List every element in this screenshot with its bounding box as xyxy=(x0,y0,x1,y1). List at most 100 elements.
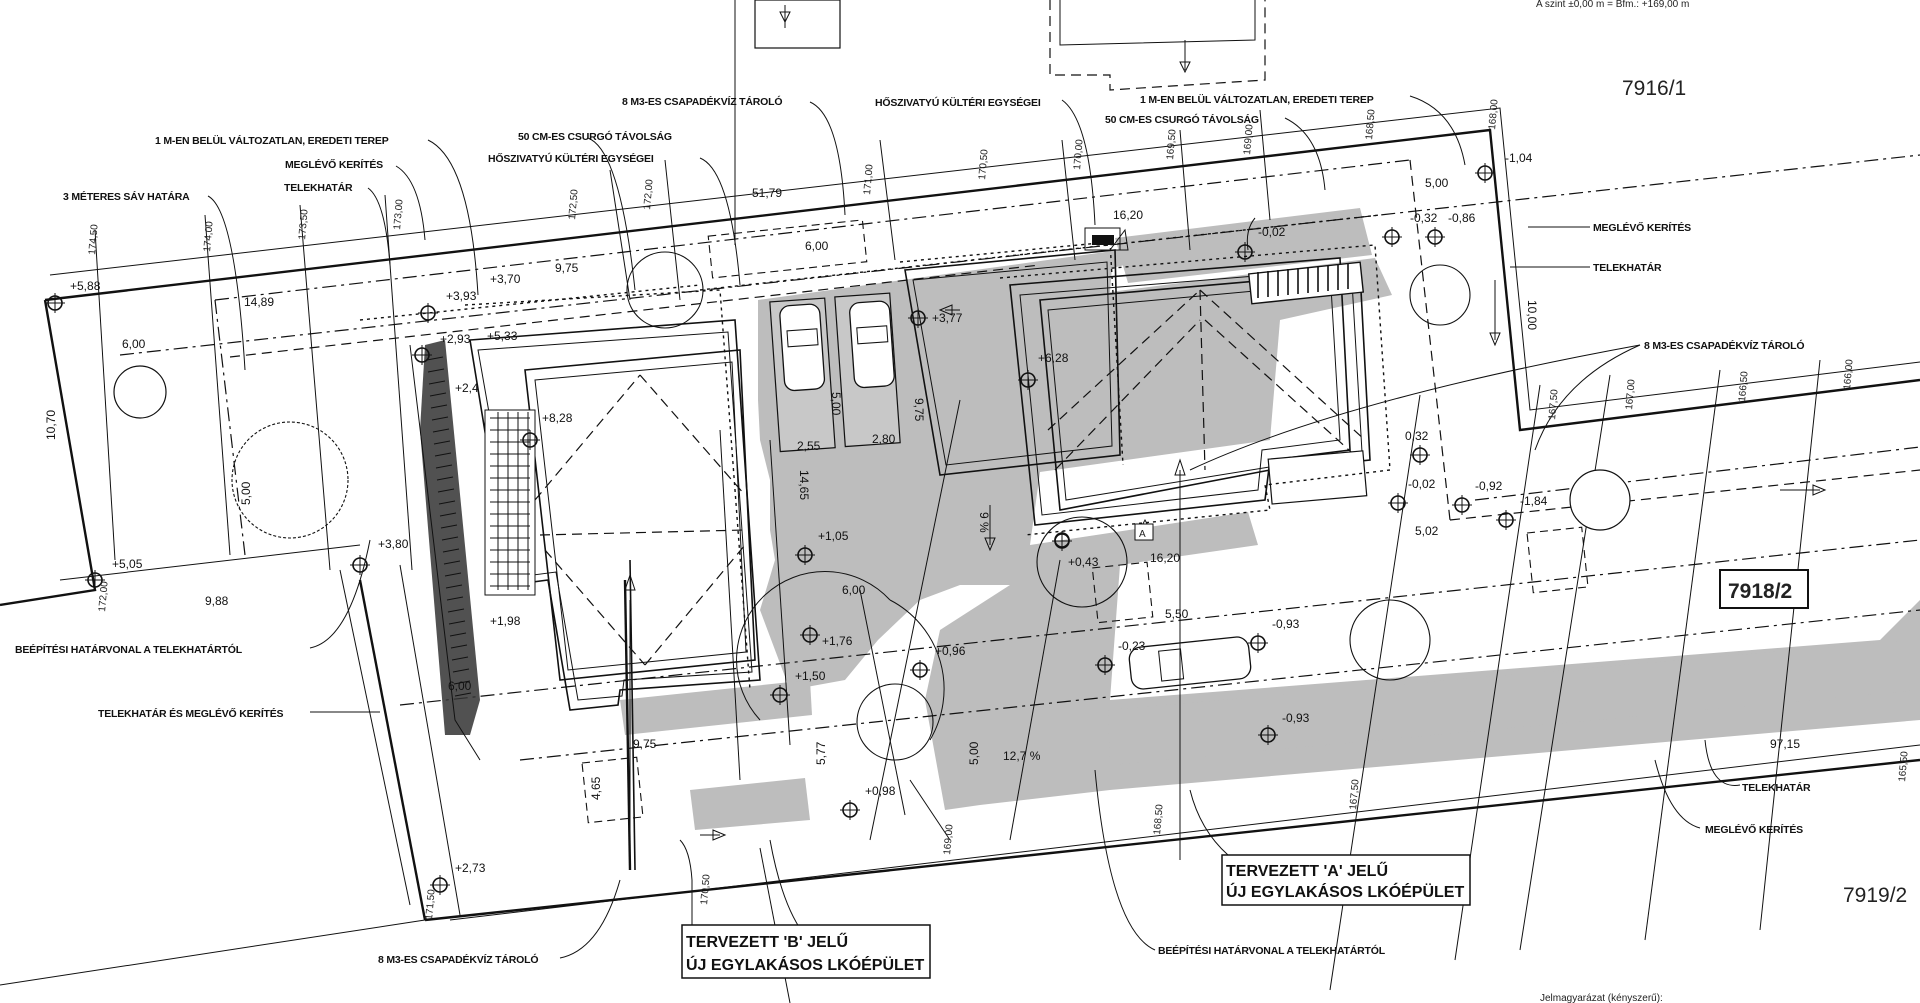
building-b-label-line1: TERVEZETT 'B' JELŰ xyxy=(686,932,848,951)
level-label: +0,98 xyxy=(865,784,896,798)
level-label: -0,93 xyxy=(1282,711,1310,725)
level-marker-icon xyxy=(1496,510,1516,530)
level-marker-icon xyxy=(1258,725,1278,745)
contour-label: 171,00 xyxy=(862,163,876,195)
dimension-label: 5,00 xyxy=(829,392,843,416)
dimension-label: 5,02 xyxy=(1415,524,1439,538)
lot-number-south: 7919/2 xyxy=(1843,884,1907,907)
level-label: +3,77 xyxy=(932,311,963,325)
legend-title: Jelmagyarázat (kényszerű): xyxy=(1540,993,1663,1003)
level-marker-icon xyxy=(1452,495,1472,515)
level-marker-icon xyxy=(1388,493,1408,513)
level-marker-icon xyxy=(795,545,815,565)
level-marker-icon xyxy=(85,570,105,590)
level-marker-icon xyxy=(1018,370,1038,390)
trees xyxy=(113,251,1631,761)
contour-label: 165,50 xyxy=(1897,750,1911,782)
contour-label: 174,00 xyxy=(202,220,216,252)
level-marker-icon xyxy=(418,303,438,323)
contour-label: 168,50 xyxy=(1152,803,1166,835)
annotation-strip-3m: 3 MÉTERES SÁV HATÁRA xyxy=(63,190,190,203)
tree-icon xyxy=(1036,516,1128,608)
contour-label: 172,00 xyxy=(97,580,111,612)
contour-label: 168,50 xyxy=(1364,108,1378,140)
dimension-label: 97,15 xyxy=(1770,737,1800,751)
level-marker-icon xyxy=(1425,227,1445,247)
level-label: +1,76 xyxy=(822,634,853,648)
level-marker-icon xyxy=(908,308,928,328)
contour-label: 170,00 xyxy=(1072,138,1086,170)
level-label: +6,28 xyxy=(1038,351,1069,365)
level-label: -0,02 xyxy=(1258,225,1286,239)
dimension-label: 12,7 % xyxy=(1003,749,1041,763)
level-label: +5,33 xyxy=(487,329,518,343)
dimension-label: 14,89 xyxy=(244,295,274,309)
dimension-label: 9 % xyxy=(977,512,991,533)
dimension-label: 2,80 xyxy=(872,432,896,446)
level-label: -1,84 xyxy=(1520,494,1548,508)
level-label: 0,32 xyxy=(1405,429,1429,443)
level-marker-icon xyxy=(520,430,540,450)
level-label: +3,70 xyxy=(490,272,521,286)
parking-spaces xyxy=(769,292,1252,690)
contour-label: 172,50 xyxy=(567,188,581,220)
level-label: +3,93 xyxy=(446,289,477,303)
level-label: +5,88 xyxy=(70,279,101,293)
level-marker-icon xyxy=(45,293,65,313)
tree-icon xyxy=(626,251,704,329)
level-marker-icon xyxy=(350,555,370,575)
level-marker-icon xyxy=(1475,163,1495,183)
annotation-lot-fence-left: TELEKHATÁR ÉS MEGLÉVŐ KERÍTÉS xyxy=(98,707,284,720)
level-label: -0,23 xyxy=(1118,639,1146,653)
tree-icon xyxy=(1349,599,1431,681)
level-markers xyxy=(45,163,1516,895)
contour-label: 166,00 xyxy=(1842,358,1856,390)
stair-hatch-left xyxy=(490,412,530,590)
dimension-label: 51,79 xyxy=(752,186,782,200)
tree-icon xyxy=(1409,264,1471,326)
level-label: -0,02 xyxy=(1408,477,1436,491)
level-label: +3,80 xyxy=(378,537,409,551)
level-labels: +5,88 +3,93 +3,70 +2,93 +5,33 +2,4 +8,28… xyxy=(70,151,1548,875)
contour-label: 172,00 xyxy=(642,178,656,210)
annotation-tank-top-left: 8 M3-ES CSAPADÉKVÍZ TÁROLÓ xyxy=(622,95,782,108)
level-label: +1,05 xyxy=(818,529,849,543)
contour-label: 170,50 xyxy=(699,873,713,905)
annotation-lot-boundary-right: TELEKHATÁR xyxy=(1593,261,1662,274)
dimension-label: 9,75 xyxy=(633,737,657,751)
section-marker-a: A xyxy=(1134,523,1154,541)
setback-lines xyxy=(119,154,1920,761)
annotation-tank-bottom: 8 M3-ES CSAPADÉKVÍZ TÁROLÓ xyxy=(378,953,538,966)
dimension-label: 5,00 xyxy=(239,481,253,505)
building-a xyxy=(899,228,1391,536)
level-label: +8,28 xyxy=(542,411,573,425)
contour-label: 169,00 xyxy=(942,823,956,855)
annotation-heat-pump-top: HŐSZIVATYÚ KÜLTÉRI EGYSÉGEI xyxy=(875,96,1041,109)
annotation-fence-left: MEGLÉVŐ KERÍTÉS xyxy=(285,158,383,171)
level-marker-icon xyxy=(1248,633,1268,653)
site-features xyxy=(581,0,1589,824)
annotation-lot-boundary-bottom: TELEKHATÁR xyxy=(1742,781,1811,794)
contour-label: 166,50 xyxy=(1737,370,1751,402)
contour-label: 167,00 xyxy=(1624,378,1638,410)
annotation-build-line-left: BEÉPÍTÉSI HATÁRVONAL A TELEKHATÁRTÓL xyxy=(15,643,243,656)
contour-label: 169,50 xyxy=(1165,128,1179,160)
building-a-label-line1: TERVEZETT 'A' JELŰ xyxy=(1226,861,1388,880)
level-marker-icon xyxy=(1095,655,1115,675)
level-label: -1,04 xyxy=(1505,151,1533,165)
tree-icon xyxy=(1569,469,1631,531)
contour-label: 171,50 xyxy=(424,888,438,920)
annotation-terrain-left: 1 M-EN BELÜL VÁLTOZATLAN, EREDETI TEREP xyxy=(155,134,389,147)
dimension-label: 4,65 xyxy=(589,776,603,800)
annotation-gutter-left: 50 CM-ES CSURGÓ TÁVOLSÁG xyxy=(518,130,672,143)
level-label: +2,93 xyxy=(440,332,471,346)
dimension-label: 16,20 xyxy=(1113,208,1143,222)
flow-arrows xyxy=(624,5,1827,860)
level-marker-icon xyxy=(770,685,790,705)
level-label: +1,98 xyxy=(490,614,521,628)
level-marker-icon xyxy=(1382,227,1402,247)
contour-label: 170,50 xyxy=(977,148,991,180)
level-label: -0,93 xyxy=(1272,617,1300,631)
level-label: +2,73 xyxy=(455,861,486,875)
